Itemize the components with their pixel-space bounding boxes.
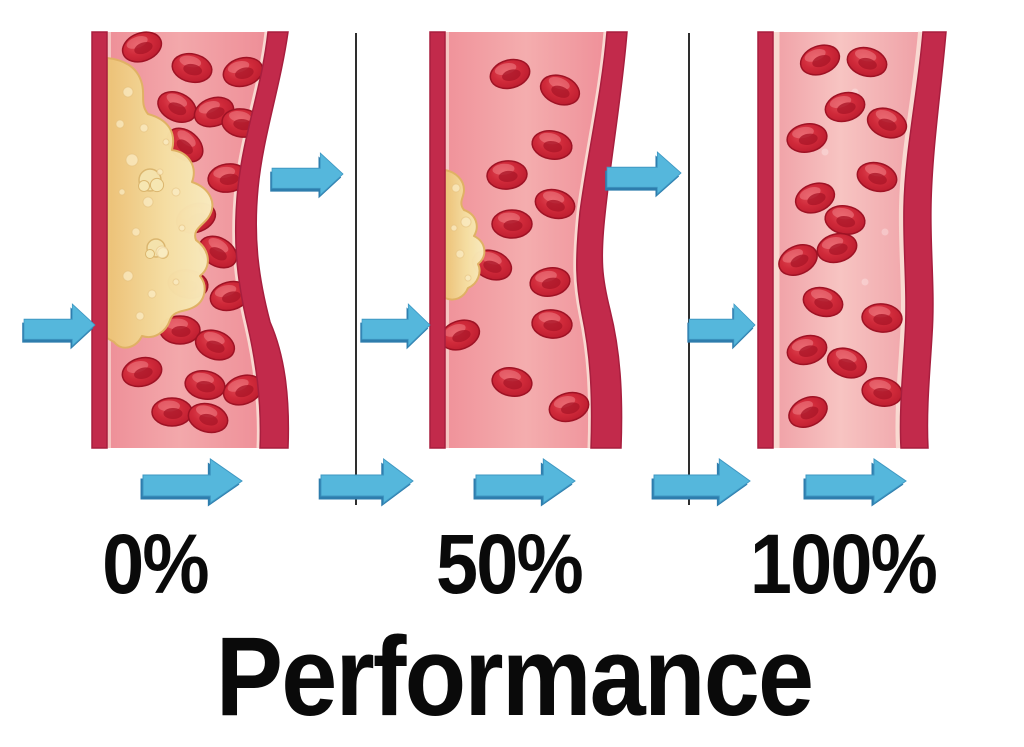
red-blood-cell [222,56,264,88]
blood-flow-arrow-icon [687,303,756,350]
blood-flow-arrow-icon [22,303,96,350]
red-blood-cell [121,31,163,63]
blood-flow-arrow-icon [605,151,682,198]
performance-100-label: 100% [749,517,938,611]
artery-wall-left [429,31,446,449]
blocked-artery [91,31,290,449]
red-blood-cell [187,402,229,434]
red-blood-cell [184,370,226,400]
artery-wall-left [757,31,774,449]
red-blood-cell [778,244,818,276]
blood-flow-arrow-icon [803,458,907,507]
red-blood-cell [151,397,193,427]
performance-title: Performance [215,614,814,739]
red-blood-cell [548,391,590,423]
blood-flow-arrow-icon [473,458,576,507]
red-blood-cell [846,46,888,78]
red-blood-cell [486,160,528,190]
blood-flow-arrow-icon [318,458,414,507]
red-blood-cell [786,123,828,153]
red-blood-cell [159,315,201,345]
red-blood-cell [491,367,533,397]
blood-cells [439,58,590,423]
red-blood-cell [194,329,236,361]
red-blood-cell [222,374,264,406]
red-blood-cell [491,209,533,239]
red-blood-cell [861,303,903,333]
blood-flow-arrow-icon [270,152,344,199]
performance-50-label: 50% [436,517,584,611]
red-blood-cell [824,205,866,235]
artery-wall-right [576,31,628,449]
half-blocked-artery [429,31,628,449]
clear-artery [757,31,947,449]
blood-cells [121,31,264,434]
red-blood-cell [529,267,571,297]
red-blood-cell [439,319,481,351]
red-blood-cell [824,91,866,123]
red-blood-cell [534,188,576,220]
blood-flow-arrow-icon [140,458,243,507]
artery-wall-right [899,31,947,449]
red-blood-cell [826,347,868,379]
red-blood-cell [489,58,531,90]
blood-cells [778,44,908,428]
red-blood-cell [799,44,841,76]
red-blood-cell [788,396,828,428]
red-blood-cell [531,309,573,339]
blood-flow-arrow-icon [651,458,751,507]
artery-wall-left [91,31,108,449]
red-blood-cell [121,356,163,388]
performance-0-label: 0% [102,517,209,611]
red-blood-cell [866,107,908,139]
red-blood-cell [861,377,903,407]
artery-wall-right [234,31,290,449]
red-blood-cell [802,286,844,318]
red-blood-cell [157,91,197,123]
cholesterol-plaque [444,169,486,301]
red-blood-cell [171,52,213,84]
red-blood-cell [794,182,836,214]
red-blood-cell [531,130,573,160]
red-blood-cell [786,334,828,366]
cholesterol-plaque [106,57,214,349]
blood-flow-arrow-icon [360,303,431,350]
red-blood-cell [816,232,858,264]
red-blood-cell [539,74,581,106]
red-blood-cell [856,161,898,193]
